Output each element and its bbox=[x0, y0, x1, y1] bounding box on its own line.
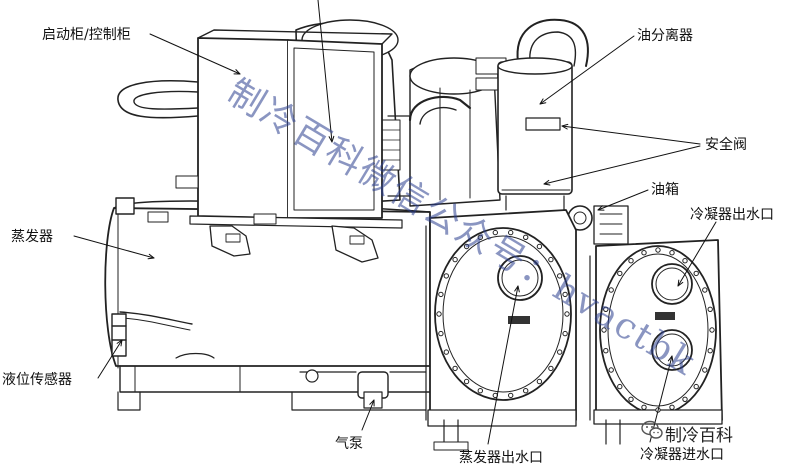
evaporator-bolt bbox=[452, 256, 458, 263]
label-oil-tank: 油箱 bbox=[651, 182, 679, 198]
condenser-bolt bbox=[682, 258, 688, 264]
control-cabinet bbox=[147, 29, 403, 263]
evaporator-bolt bbox=[463, 243, 470, 250]
evaporator-waterbox bbox=[425, 209, 577, 451]
discharge-pipe bbox=[516, 18, 589, 67]
leader-safety-valve-1-arrowhead bbox=[561, 123, 569, 130]
leader-evaporator-arrowhead bbox=[147, 253, 155, 260]
condenser-bolt bbox=[608, 287, 614, 293]
label-oil-separator: 油分离器 bbox=[637, 28, 693, 44]
label-level-sensor: 液位传感器 bbox=[2, 372, 72, 388]
wechat-icon bbox=[641, 420, 663, 439]
evaporator-bolt bbox=[477, 234, 483, 241]
condenser-bolt bbox=[628, 396, 634, 402]
suction-pipe bbox=[117, 80, 199, 119]
evaporator-bolt bbox=[536, 243, 543, 250]
condenser-bolt bbox=[707, 306, 713, 312]
leader-condenser-water-out-arrowhead bbox=[677, 279, 684, 287]
oil-tank bbox=[567, 205, 629, 245]
evaporator-bolt bbox=[562, 330, 568, 337]
evaporator-bolt bbox=[536, 378, 543, 385]
condenser-bolt bbox=[669, 404, 675, 410]
label-safety-valve: 安全阀 bbox=[705, 137, 747, 153]
label-evaporator-water-out: 蒸发器出水口 bbox=[459, 450, 543, 466]
condenser-bolt bbox=[641, 404, 647, 410]
leader-safety-valve-1 bbox=[561, 125, 701, 145]
condenser-bolt bbox=[617, 383, 623, 390]
evaporator-bolt bbox=[562, 291, 568, 298]
evaporator-bolt bbox=[508, 229, 514, 236]
leader-level-sensor-arrowhead bbox=[116, 339, 123, 347]
leader-condenser-water-in-arrowhead bbox=[667, 355, 674, 363]
evaporator-bolt bbox=[452, 365, 458, 372]
leader-evaporator-water-out bbox=[487, 285, 519, 445]
condenser-bolt bbox=[682, 396, 688, 402]
leader-oil-tank bbox=[597, 189, 649, 211]
evaporator-bolt bbox=[463, 378, 470, 385]
label-condenser-water-in: 冷凝器进水口 bbox=[640, 447, 724, 463]
condenser-bolt bbox=[693, 270, 699, 277]
evaporator-bolt bbox=[443, 349, 449, 355]
oil-separator bbox=[497, 57, 573, 211]
evaporator-bolt bbox=[443, 273, 449, 279]
leader-starter-cabinet-arrowhead bbox=[233, 69, 241, 75]
brand-name: 制冷百科 bbox=[665, 426, 733, 446]
condenser-bolt bbox=[603, 348, 609, 354]
condenser-bolt bbox=[702, 367, 708, 373]
leader-safety-valve-2-arrowhead bbox=[543, 179, 551, 186]
label-gas-pump: 气泵 bbox=[335, 436, 363, 452]
leader-top-pointer bbox=[317, 0, 333, 143]
condenser-bolt bbox=[702, 287, 708, 293]
gas-pump bbox=[291, 369, 427, 411]
evaporator-bolt bbox=[438, 330, 444, 337]
label-condenser-water-out: 冷凝器出水口 bbox=[690, 207, 774, 223]
leader-oil-separator-arrowhead bbox=[539, 98, 547, 105]
leader-oil-separator bbox=[539, 35, 635, 105]
condenser-bolt bbox=[709, 327, 715, 333]
condenser-bolt bbox=[693, 383, 699, 390]
evaporator-bolt bbox=[548, 365, 554, 372]
leader-oil-tank-arrowhead bbox=[597, 205, 605, 211]
evaporator-bolt bbox=[436, 311, 442, 317]
label-starter-cabinet: 启动柜/控制柜 bbox=[42, 27, 131, 43]
evaporator-bolt bbox=[523, 234, 529, 241]
leader-level-sensor bbox=[97, 339, 123, 379]
condenser-bolt bbox=[707, 348, 713, 354]
condenser-bolt bbox=[617, 270, 623, 277]
condenser-bolt bbox=[641, 250, 647, 256]
condenser-bolt bbox=[603, 306, 609, 312]
evaporator-bolt bbox=[492, 229, 498, 236]
evaporator-bolt bbox=[523, 388, 529, 394]
evaporator-bolt bbox=[557, 273, 563, 279]
leader-gas-pump-arrowhead bbox=[369, 399, 375, 407]
leader-evaporator bbox=[73, 235, 155, 259]
leader-evaporator-water-out-arrowhead bbox=[514, 285, 520, 293]
condenser-bolt bbox=[669, 250, 675, 256]
evaporator-bolt bbox=[548, 256, 554, 263]
condenser-bolt bbox=[628, 258, 634, 264]
evaporator-bolt bbox=[564, 311, 570, 317]
leader-lines bbox=[73, 0, 717, 445]
evaporator-bolt bbox=[508, 392, 514, 399]
label-evaporator: 蒸发器 bbox=[11, 229, 53, 245]
leader-starter-cabinet bbox=[149, 33, 241, 75]
evaporator-bolt bbox=[477, 388, 483, 394]
leader-top-pointer-arrowhead bbox=[328, 135, 335, 143]
evaporator-bolt bbox=[557, 349, 563, 355]
leader-gas-pump bbox=[361, 399, 375, 431]
leader-condenser-water-out bbox=[677, 221, 717, 287]
evaporator-bolt bbox=[438, 291, 444, 298]
condenser-bolt bbox=[608, 367, 614, 373]
condenser-bolt bbox=[655, 247, 661, 253]
waterbox-bolts bbox=[436, 229, 715, 413]
condenser-bolt bbox=[601, 327, 607, 333]
leader-safety-valve-2 bbox=[543, 145, 701, 185]
